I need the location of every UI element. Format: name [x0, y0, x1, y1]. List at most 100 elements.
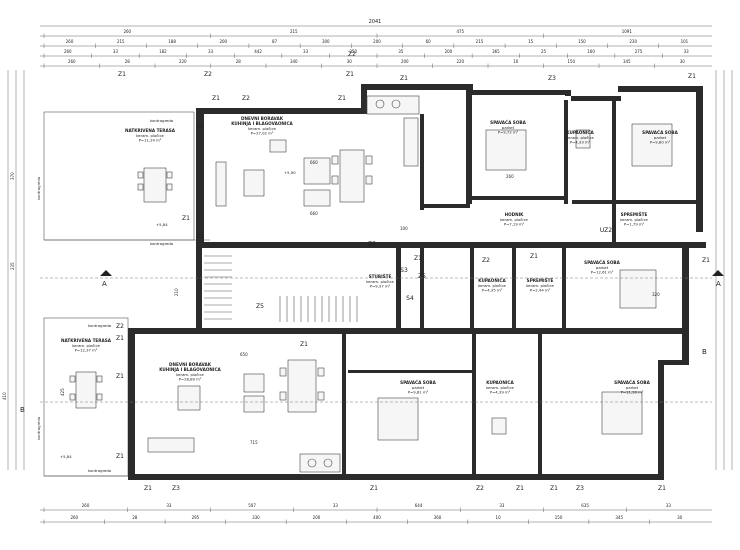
room-stairs-area: P=9,37 m² — [370, 284, 391, 289]
room-bedroom_top1-area: P=9,72 m² — [498, 130, 519, 135]
top-row3-labels-5: 33 — [303, 49, 309, 54]
bottom-row1-labels-7: 33 — [666, 503, 672, 508]
room-bedroom_bot1-finish: parket — [412, 385, 425, 390]
room-stairs-name: STUBIŠTE — [369, 274, 392, 279]
room-bath_top-finish: keram. pločice — [566, 135, 594, 140]
room-living_top-name: DNEVNI BORAVAK — [241, 116, 284, 121]
zone-tag-z1-17: Z1 — [530, 253, 538, 260]
bottom-row1-labels-3: 33 — [333, 503, 339, 508]
top-row4-labels-9: 150 — [567, 59, 575, 64]
room-bedroom_mid-name: SPAVAĆA SOBA — [584, 260, 620, 265]
zone-tag-z3-5: Z3 — [548, 75, 556, 82]
top-row2-labels-7: 60 — [426, 39, 432, 44]
zone-tag-z3-29: Z3 — [172, 485, 180, 492]
room-storage_mid-area: P=2,44 m² — [530, 288, 551, 293]
level-left-top: +5,84 — [156, 222, 168, 227]
zone-tag-z1-10: Z1 — [196, 123, 204, 130]
top-row3-labels-6: 250 — [349, 49, 357, 54]
section-b-left: B — [20, 406, 25, 414]
room-hall_top-name: HODNIK — [505, 212, 525, 217]
top-row2-labels-11: 230 — [629, 39, 637, 44]
dim-100: 100 — [400, 226, 408, 231]
staircase — [204, 255, 358, 322]
bottom-row2-labels-1: 28 — [132, 515, 138, 520]
zone-tag-z1-34: Z1 — [658, 485, 666, 492]
room-storage_top-area: P=1,79 m² — [624, 222, 645, 227]
zone-tag-z1-26: Z1 — [116, 453, 124, 460]
total-dimension: 2041 — [369, 19, 382, 25]
room-living_top-sub: KUHINJA I BLAGOVAONICA — [231, 121, 293, 126]
top-row2-labels-12: 101 — [681, 39, 689, 44]
zone-tag-z1-7: Z1 — [212, 95, 220, 102]
top-row3-labels-7: 35 — [398, 49, 404, 54]
kontragreda-5: kontragreda — [36, 177, 41, 200]
kontragreda-3: kontragreda — [88, 323, 111, 328]
room-storage_top-finish: keram. pločice — [620, 217, 648, 222]
dim-left-410: 410 — [2, 392, 7, 400]
room-storage_mid-name: SPREMIŠTE — [527, 278, 554, 283]
top-row3-labels-13: 33 — [684, 49, 690, 54]
top-row4-labels-6: 200 — [401, 59, 409, 64]
room-bedroom_bot2-finish: parket — [626, 385, 639, 390]
room-hall_top-area: P=7,19 m² — [504, 222, 525, 227]
room-living_bottom-area: P=28,89 m² — [179, 377, 202, 382]
bottom-row2-labels-4: 200 — [313, 515, 321, 520]
top-row3-labels-0: 260 — [64, 49, 72, 54]
left-dimension-chains: 370 235 410 — [2, 70, 25, 470]
level-top: +5,90 — [284, 170, 296, 175]
room-bath_top-area: P=4,33 m² — [570, 140, 591, 145]
bottom-row2-labels-0: 260 — [70, 515, 78, 520]
room-bath_bot-area: P=4,39 m² — [490, 390, 511, 395]
room-bath_bot-finish: keram. pločice — [486, 385, 514, 390]
room-bedroom_top1-name: SPAVAĆA SOBA — [490, 120, 526, 125]
zone-tag-z5-14: Z5 — [256, 303, 264, 310]
room-terrace_bottom-area: P=12,37 m² — [75, 348, 98, 353]
bottom-row2-labels-7: 10 — [496, 515, 502, 520]
bottom-row1-labels-0: 260 — [82, 503, 90, 508]
room-bedroom_top1-finish: parket — [502, 125, 515, 130]
zone-tag-z1-27: Z1 — [370, 485, 378, 492]
top-row3-labels-9: 365 — [492, 49, 500, 54]
kontragreda-6: kontragreda — [36, 417, 41, 440]
top-row3-labels-4: 442 — [254, 49, 262, 54]
dim-660b: 660 — [310, 211, 318, 216]
kontragreda-4: kontragreda — [88, 468, 111, 473]
top-row4-labels-5: 30 — [347, 59, 353, 64]
misc-labels: kontragreda kontragreda kontragreda kont… — [36, 118, 660, 473]
top-row2-labels-8: 215 — [476, 39, 484, 44]
zone-tag-z2-1: Z2 — [204, 71, 212, 78]
room-living_bottom-finish: keram. pločice — [176, 372, 204, 377]
zone-tag-z2-3: Z2 — [348, 51, 356, 58]
top-row2-labels-6: 200 — [373, 39, 381, 44]
section-a-right: A — [716, 280, 721, 288]
zone-tag-z1-28: Z1 — [144, 485, 152, 492]
room-bath_mid-area: P=4,35 m² — [482, 288, 503, 293]
zone-tag-z1-15: Z1 — [414, 255, 422, 262]
bottom-row1-labels-2: 507 — [248, 503, 256, 508]
bottom-row2-labels-5: 400 — [373, 515, 381, 520]
zone-tag-z2-30: Z2 — [476, 485, 484, 492]
top-row3-labels-11: 160 — [587, 49, 595, 54]
room-terrace_top-area: P=11,24 m² — [139, 138, 162, 143]
zone-tag-z1-12: Z1 — [196, 233, 204, 240]
top-row3-labels-8: 200 — [445, 49, 453, 54]
room-bedroom_bot1-area: P=9,81 m² — [408, 390, 429, 395]
top-row4-labels-4: 340 — [290, 59, 298, 64]
bottom-row1-labels-4: 644 — [415, 503, 423, 508]
top-row2-labels-4: 87 — [272, 39, 278, 44]
top-row3-labels-2: 182 — [159, 49, 167, 54]
top-row2-labels-2: 188 — [168, 39, 176, 44]
room-bedroom_mid-area: P=12,61 m² — [591, 270, 614, 275]
dim-left-235: 235 — [10, 262, 15, 270]
bottom-row2-labels-9: 345 — [615, 515, 623, 520]
zone-tag-s3-20: S3 — [400, 267, 408, 274]
room-storage_top-name: SPREMIŠTE — [621, 212, 648, 217]
room-storage_mid-finish: keram. pločice — [526, 283, 554, 288]
bottom-row1-labels-6: 635 — [581, 503, 589, 508]
room-living_top-area: P=27,02 m² — [251, 131, 274, 136]
dim-715: 715 — [250, 440, 258, 445]
